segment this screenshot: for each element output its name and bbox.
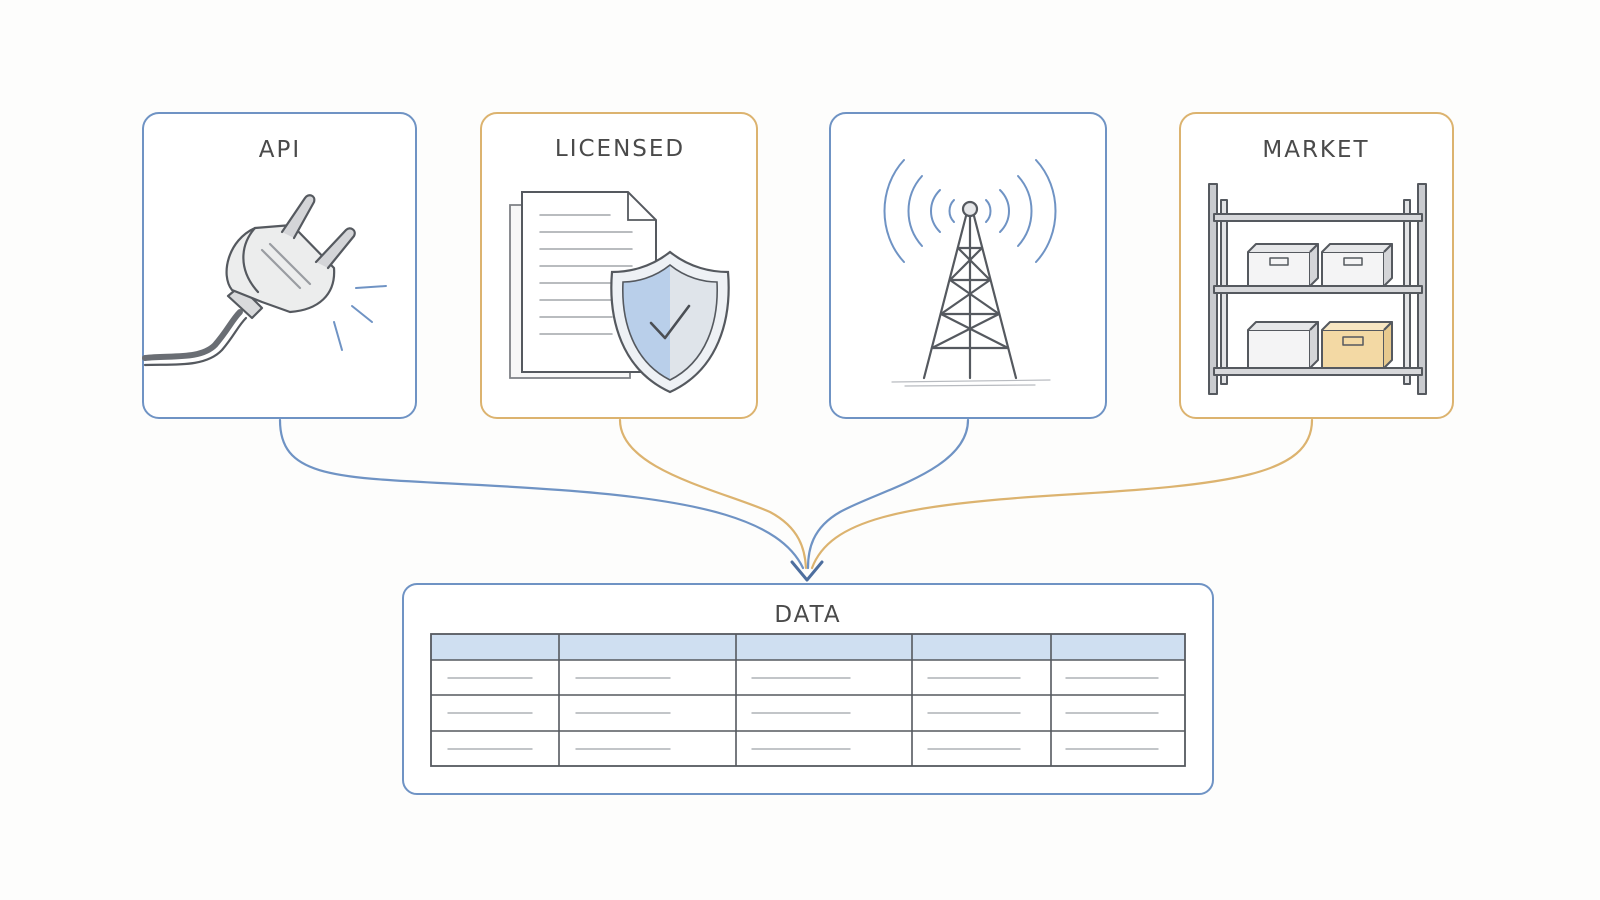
plug-icon bbox=[142, 194, 356, 367]
card-label: LICENSED bbox=[555, 136, 685, 162]
spark-lines bbox=[333, 285, 387, 351]
table-cell-placeholders bbox=[447, 677, 1159, 750]
connector-api bbox=[278, 418, 805, 570]
radio-tower-icon bbox=[883, 159, 1057, 387]
shelf-boxes-icon bbox=[1208, 183, 1427, 395]
data-target-panel: DATA bbox=[402, 583, 1214, 795]
connector-licensed bbox=[618, 418, 808, 570]
source-card-market: MARKET bbox=[1179, 112, 1454, 419]
card-frame bbox=[829, 112, 1107, 419]
table-header-row bbox=[431, 634, 1185, 660]
card-label: API bbox=[259, 137, 301, 163]
card-label: MARKET bbox=[1262, 137, 1369, 163]
document-shield-icon bbox=[509, 191, 730, 394]
arrowhead-icon bbox=[790, 560, 824, 582]
source-card-api: API bbox=[142, 112, 417, 419]
connector-market bbox=[810, 418, 1314, 570]
data-panel-label: DATA bbox=[774, 602, 841, 628]
table-icon bbox=[430, 633, 1186, 767]
connector-broadcast bbox=[806, 418, 970, 570]
connectors bbox=[278, 418, 1314, 570]
source-card-broadcast bbox=[829, 112, 1107, 419]
source-card-licensed: LICENSED bbox=[480, 112, 758, 419]
